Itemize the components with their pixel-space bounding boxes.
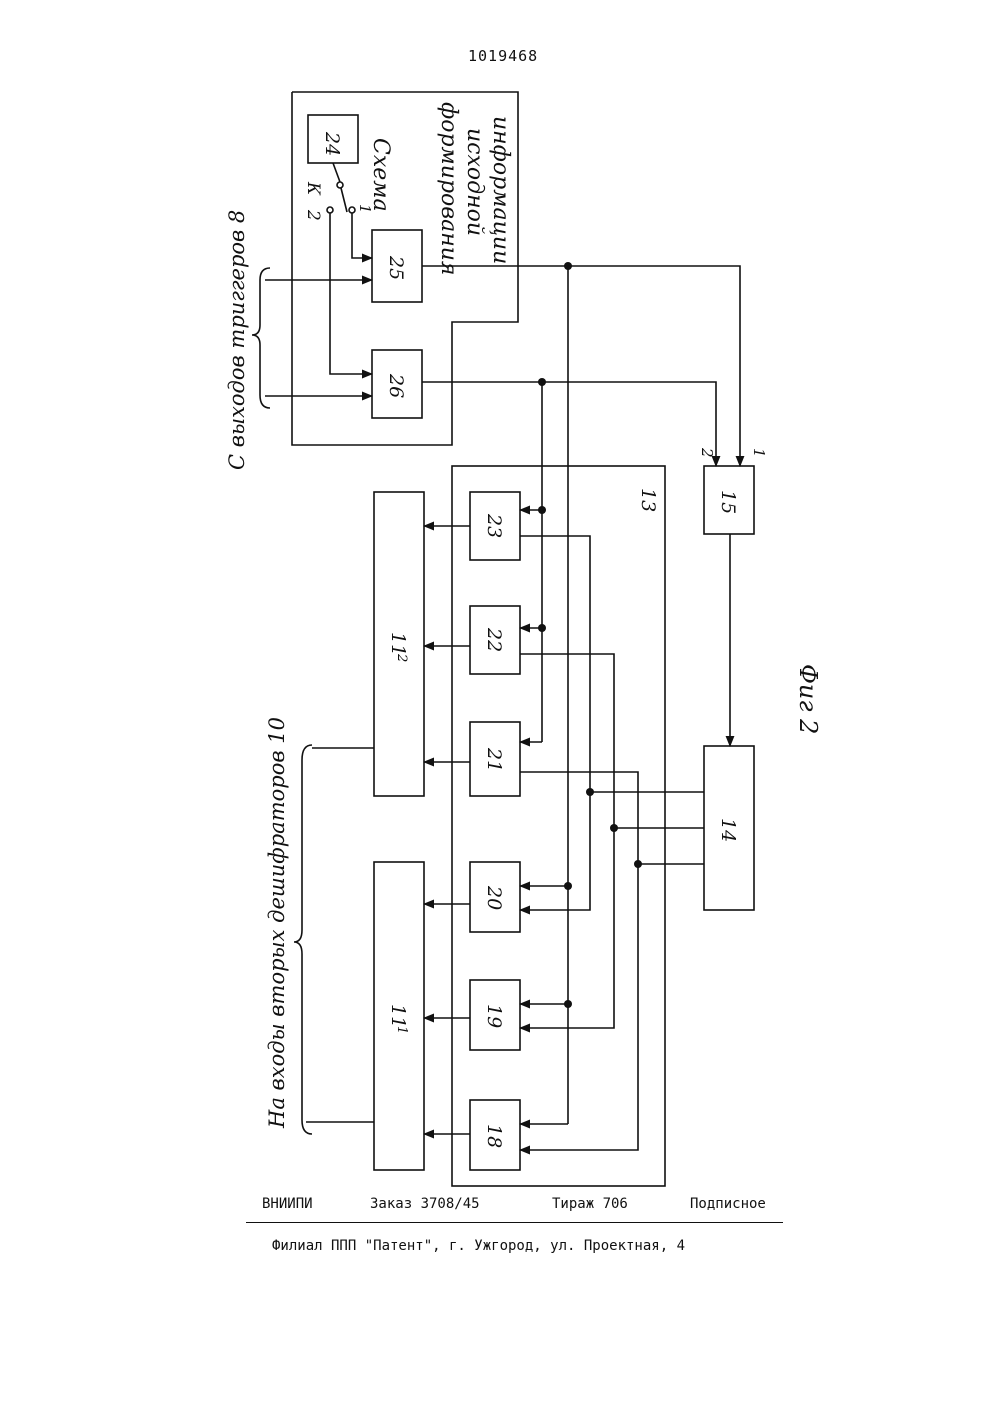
label-15: 15 (717, 490, 739, 514)
footer-rule (246, 1222, 783, 1223)
label-11-1-sub: 1 (394, 1026, 409, 1034)
caption-to-decoders: На входы вторых дешифраторов 10 (265, 717, 289, 1129)
label-14: 14 (717, 818, 739, 842)
frame-13 (452, 466, 665, 1186)
label-11-2-sub: 2 (394, 653, 409, 662)
label-19: 19 (483, 1004, 505, 1028)
input-2-label: 2 (698, 447, 716, 458)
scheme-title-line-1: Схема (368, 138, 393, 212)
label-21: 21 (483, 747, 505, 772)
label-23: 23 (483, 513, 505, 538)
footer-address: Филиал ППП "Патент", г. Ужгород, ул. Про… (272, 1238, 685, 1254)
label-11-1: 11 (387, 1004, 409, 1028)
scheme-title-line-3: исходной (462, 128, 487, 236)
input-1-label: 1 (750, 448, 768, 458)
label-18: 18 (483, 1124, 505, 1148)
caption-from-triggers: С выходов триггеров 8 (225, 210, 249, 470)
footer-subscription: Подписное (690, 1196, 766, 1212)
scheme-title-line-4: информации (488, 116, 513, 264)
footer-circulation: Тираж 706 (552, 1196, 628, 1212)
switch-pos2-label: 2 (303, 209, 323, 221)
footer-order: Заказ 3708/45 (370, 1196, 480, 1212)
label-24: 24 (321, 131, 343, 156)
label-11-2: 11 (387, 632, 409, 656)
label-20: 20 (483, 885, 505, 910)
footer-org: ВНИИПИ (262, 1196, 313, 1212)
label-26: 26 (385, 373, 407, 398)
label-13: 13 (637, 488, 659, 512)
figure-label: Фиг 2 (794, 664, 822, 734)
switch-k-label: К (303, 181, 323, 196)
label-22: 22 (483, 627, 505, 652)
scheme-title-line-2: формирования (436, 102, 461, 275)
label-25: 25 (385, 255, 407, 280)
